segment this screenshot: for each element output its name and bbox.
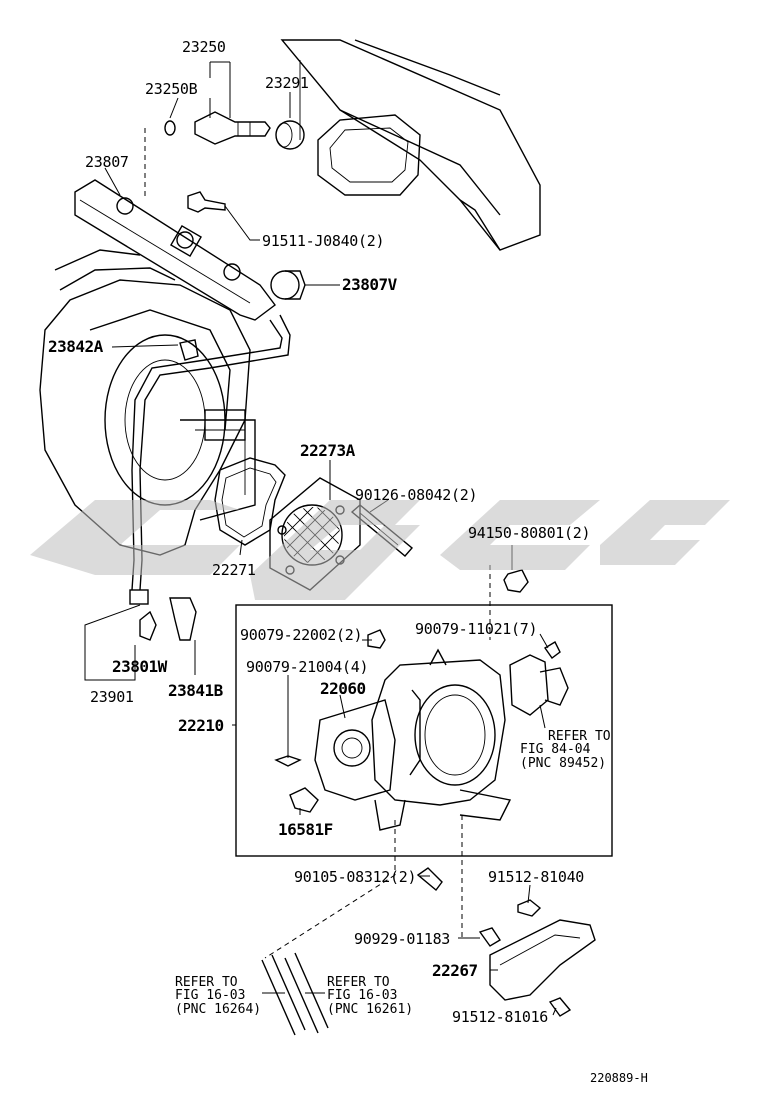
label-94150: 94150-80801(2) [468,524,590,542]
bolt-91511-drawing [187,191,226,213]
nut-drawing [503,569,529,593]
label-90105: 90105-08312(2) [294,868,416,886]
screw-90079-21004-drawing [274,755,302,767]
label-22273a: 22273A [300,441,356,460]
clamp-bracket-drawing [139,597,197,641]
ref-84-line3: (PNC 89452) [520,756,606,771]
watermark-logo [30,500,730,600]
fuel-injector-drawing [164,111,271,145]
reference-note-pnc-16264: REFER TO FIG 16-03 (PNC 16264) [175,975,261,1017]
hose-clip-drawing [289,787,319,813]
part-labels: 23250 23250B 23291 23807 91511-J0840(2) … [48,38,591,1026]
ref-16261-line3: (PNC 16261) [327,1002,413,1017]
leader-lines [84,61,557,1016]
label-22060: 22060 [320,679,366,698]
label-90079-11021: 90079-11021(7) [415,620,537,638]
engine-block-drawing [280,39,541,251]
ref-16261-line1: REFER TO [327,975,390,990]
ref-84-line1: REFER TO [548,729,611,744]
label-23807: 23807 [85,153,129,171]
ref-16264-line3: (PNC 16264) [175,1002,261,1017]
label-90079-21004: 90079-21004(4) [246,658,368,676]
gasket-22271-drawing [214,457,286,546]
label-23842a: 23842A [48,337,104,356]
bolt-90105-drawing [416,867,443,892]
label-91512-81040: 91512-81040 [488,868,584,886]
ref-16261-line2: FIG 16-03 [327,988,397,1003]
label-22210: 22210 [178,716,224,735]
ref-84-line2: FIG 84-04 [520,742,591,757]
spacer-drawing [270,270,306,300]
drawing-code: 220889-H [590,1071,648,1085]
label-22267: 22267 [432,961,478,980]
label-91512-81016: 91512-81016 [452,1008,548,1026]
intake-manifold-drawing [39,249,256,556]
ref-16264-line1: REFER TO [175,975,238,990]
label-90079-22002: 90079-22002(2) [240,626,362,644]
label-16581f: 16581F [278,820,333,839]
reference-note-pnc-16261: REFER TO FIG 16-03 (PNC 16261) [327,975,413,1017]
water-hoses-drawing [261,952,329,1036]
screw-90079-11021-drawing [543,641,561,659]
label-90929: 90929-01183 [354,930,450,948]
throttle-body-drawing [314,648,512,831]
fuel-delivery-pipe-drawing [74,179,276,321]
label-23807v: 23807V [342,275,398,294]
label-91511: 91511-J0840(2) [262,232,384,250]
label-23291: 23291 [265,74,309,92]
ref-16264-line2: FIG 16-03 [175,988,245,1003]
label-90126: 90126-08042(2) [355,486,477,504]
screw-90079-22002-drawing [367,629,386,649]
injector-insulator-drawing [275,120,305,150]
throttle-position-sensor-drawing [509,654,569,716]
reference-note-fig-84-04: REFER TO FIG 84-04 (PNC 89452) [520,729,611,771]
label-23901: 23901 [90,688,134,706]
label-23250b: 23250B [145,80,198,98]
label-23250: 23250 [182,38,226,56]
label-23801w: 23801W [112,657,168,676]
throttle-body-bracket-drawing [478,899,596,1017]
throttle-body-assembly-box [235,604,613,857]
label-23841b: 23841B [168,681,224,700]
label-22271: 22271 [212,561,256,579]
